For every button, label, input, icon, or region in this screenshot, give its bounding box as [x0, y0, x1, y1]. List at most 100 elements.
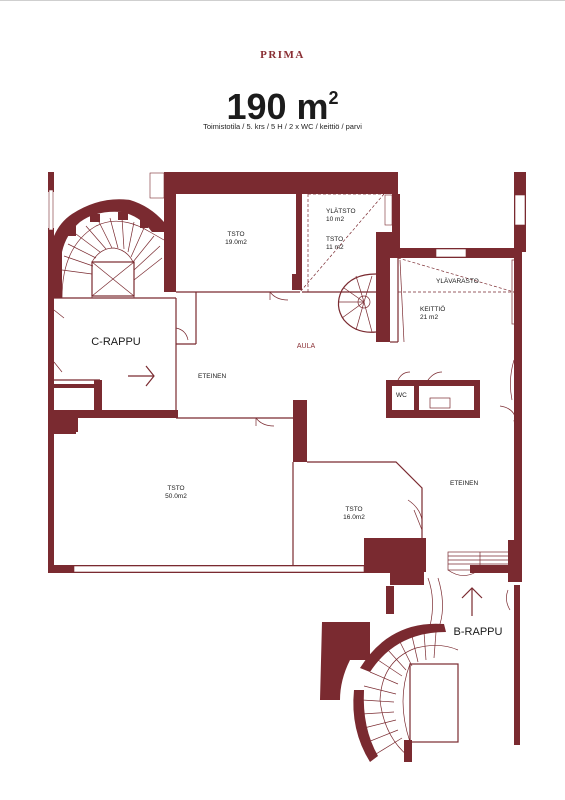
area-number: 190 m	[226, 86, 329, 127]
b-stair-outer-band-2	[353, 690, 378, 762]
label-tsto-a: TSTO	[227, 231, 244, 238]
kitchen	[397, 257, 517, 343]
wc-top-wall	[386, 380, 480, 386]
tsto50-corner-block	[54, 418, 76, 434]
c-rappu-wall-post	[94, 380, 102, 410]
wc-block	[386, 371, 480, 418]
window-right	[514, 194, 526, 226]
label-c-rappu: C-RAPPU	[91, 336, 141, 348]
stair-c-inner-arc	[91, 247, 135, 298]
door-right	[499, 405, 517, 421]
door-tsto50	[255, 417, 275, 427]
wall-right	[514, 252, 522, 582]
room-labels: TSTO 19.0m2 YLÄTSTO 10 m2 TSTO 11 m2 YLÄ…	[91, 207, 502, 638]
wc-bottom-wall	[386, 410, 480, 418]
wall-tsto19-right	[296, 184, 302, 290]
window-bottom	[73, 565, 365, 573]
window-left	[48, 189, 54, 231]
b-rappu-spiral	[320, 622, 459, 762]
label-aula: AULA	[297, 343, 316, 350]
area-superscript: 2	[328, 88, 339, 108]
b-stair-steps	[361, 631, 437, 755]
label-keittio: KEITTIÖ	[420, 305, 445, 313]
door-tsto16	[407, 499, 423, 521]
doors	[175, 291, 517, 531]
label-tsto-b-size: 11 m2	[326, 244, 344, 251]
top-border-line	[0, 0, 565, 1]
label-tsto-b: TSTO	[326, 236, 343, 243]
b-stair-post-bottom	[404, 740, 412, 762]
label-keittio-size: 21 m2	[420, 314, 438, 321]
kitchen-right-counter	[511, 259, 517, 325]
pillar-bottom-right-2	[390, 565, 424, 585]
center-pillar	[293, 400, 307, 462]
interior-walls	[54, 184, 426, 585]
wc-fixture	[429, 397, 451, 409]
spiral-outer	[337, 273, 377, 333]
stair-c-landing	[91, 261, 135, 297]
outer-walls	[48, 172, 526, 582]
stair-c-pillar-1	[90, 214, 100, 222]
property-subtitle: Toimistotila / 5. krs / 5 H / 2 x WC / k…	[203, 122, 362, 131]
spiral-stair	[337, 273, 377, 333]
wall-top-center	[164, 172, 398, 194]
b-rappu-left-post	[386, 586, 394, 614]
c-rappu-wall-bottom	[48, 410, 178, 418]
label-tsto-small: TSTO	[345, 506, 362, 513]
label-b-rappu: B-RAPPU	[454, 626, 503, 638]
label-eteinen-left: ETEINEN	[198, 373, 226, 380]
stair-c-steps	[61, 217, 163, 281]
b-rappu-right-wall	[514, 585, 520, 745]
spiral-pillar	[376, 258, 390, 342]
wall-left	[48, 228, 54, 573]
b-rappu-right-post	[508, 540, 520, 582]
label-eteinen-right: ETEINEN	[450, 480, 478, 487]
wall-bottom-right	[470, 565, 520, 573]
wall-tsto16-top	[307, 461, 423, 540]
ylatsto-mezzanine	[299, 193, 385, 293]
c-rappu-door-swing-2	[53, 361, 63, 373]
window-top-left	[149, 172, 165, 199]
stair-c-cross-2	[91, 261, 135, 297]
brand-name: PRIMA	[260, 49, 305, 61]
wall-left-top	[48, 172, 54, 192]
b-rappu-arrow-head	[461, 587, 483, 599]
b-stair-block-left	[320, 622, 370, 700]
c-rappu-stair	[54, 199, 165, 299]
wc-left-wall	[386, 380, 392, 418]
stair-c-pillar-2	[118, 212, 128, 220]
label-tsto-a-size: 19.0m2	[225, 239, 247, 246]
spiral-pillar-top	[376, 232, 394, 258]
ylatsto-diagonal	[299, 193, 385, 293]
c-rappu-arrow-head	[145, 365, 155, 387]
window-kitchen	[435, 248, 467, 258]
stair-c-outer-arc	[61, 220, 165, 299]
c-rappu-closet-top	[54, 384, 94, 388]
stair-c-pillar-4	[68, 226, 76, 236]
b-rappu	[386, 540, 520, 745]
b-stair-inner-arc	[379, 645, 459, 701]
wall-tsto19-corner	[292, 274, 302, 290]
door-tsto19	[269, 291, 289, 301]
door-eteinen	[175, 327, 189, 341]
label-tsto-big: TSTO	[167, 485, 184, 492]
label-tsto-small-size: 16.0m2	[343, 514, 365, 521]
b-stair-outer-band	[360, 623, 446, 672]
wall-tsto19-left	[164, 172, 176, 292]
label-ylatsto: YLÄTSTO	[326, 207, 356, 215]
label-tsto-big-size: 50.0m2	[165, 493, 187, 500]
right-details	[510, 359, 518, 521]
c-rappu-door-swing	[53, 309, 65, 319]
wc-divider	[414, 380, 419, 418]
label-ylavarasto: YLÄVARASTO	[436, 277, 479, 285]
windows	[48, 172, 526, 573]
label-ylatsto-size: 10 m2	[326, 216, 344, 223]
label-wc: WC	[396, 392, 407, 399]
kitchen-counter-line	[399, 259, 405, 343]
b-stair-core	[409, 663, 459, 743]
stair-c-pillar-3	[140, 218, 148, 228]
wc-right-wall	[474, 380, 480, 418]
wall-ylatsto-right	[392, 194, 400, 258]
area-title: 190 m2	[0, 76, 565, 129]
